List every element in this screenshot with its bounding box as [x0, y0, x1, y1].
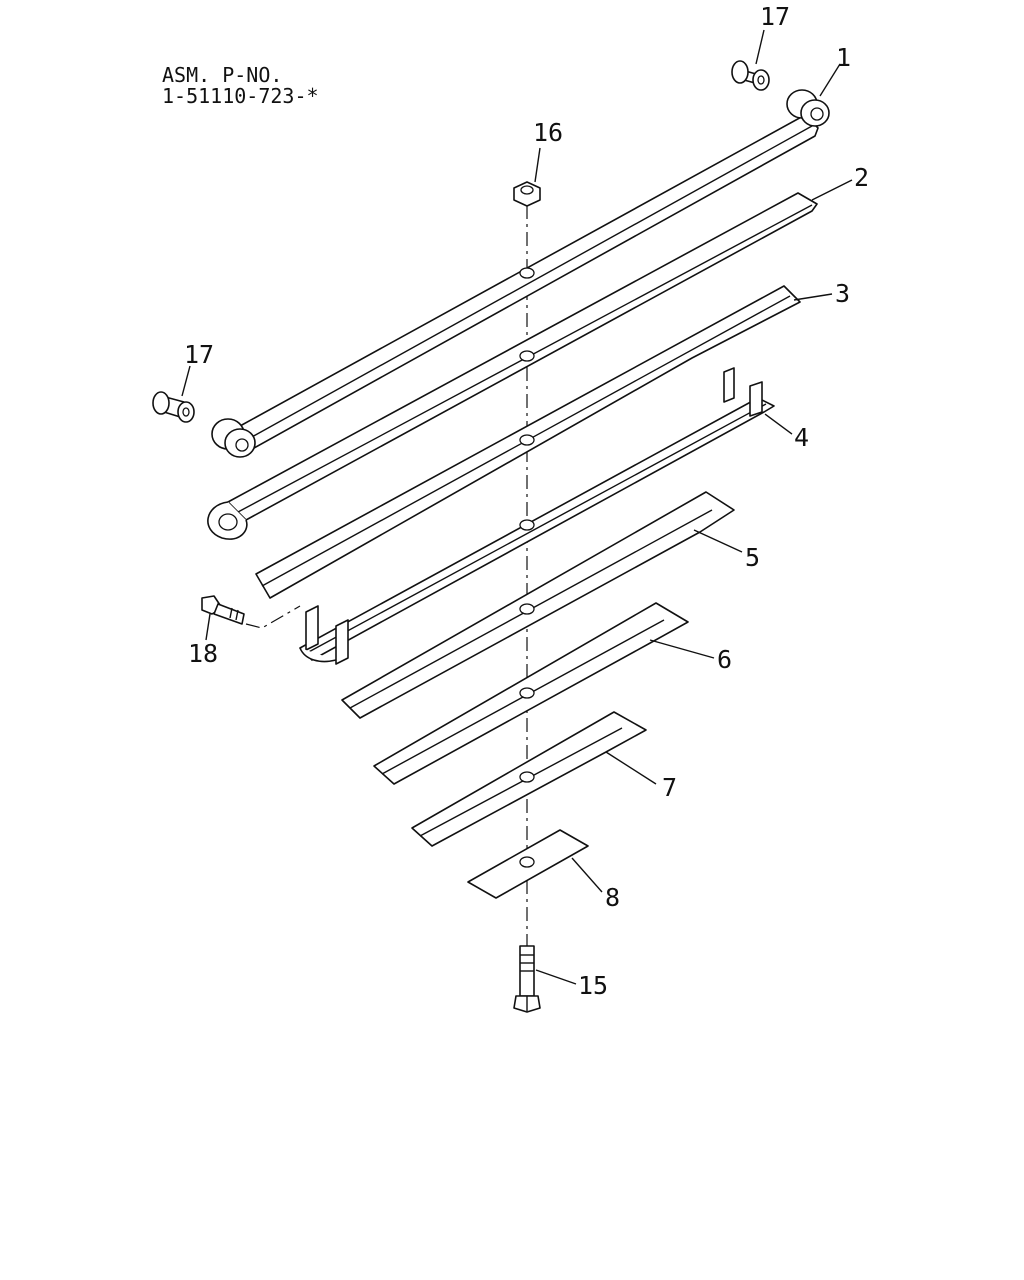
leader-7	[605, 751, 657, 785]
callout-4: 4	[794, 423, 809, 452]
part-15-center-bolt[interactable]	[513, 945, 541, 1013]
assembly-part-number: 1-51110-723-*	[162, 84, 319, 108]
leader-17-lower	[181, 365, 191, 397]
leader-17-upper	[755, 29, 765, 65]
callout-2: 2	[854, 163, 869, 192]
callout-15: 15	[578, 971, 608, 1000]
callout-16: 16	[533, 118, 563, 147]
leader-6	[649, 639, 715, 659]
callout-1: 1	[836, 43, 851, 72]
leader-15	[535, 969, 577, 985]
part-16-nut[interactable]	[513, 181, 541, 207]
part-1-main-leaf[interactable]	[211, 89, 830, 458]
callout-7: 7	[662, 773, 677, 802]
callout-5: 5	[745, 543, 760, 572]
part-2-leaf[interactable]	[207, 192, 818, 540]
leader-4	[764, 413, 793, 435]
leader-1	[819, 63, 841, 97]
callout-18: 18	[188, 639, 218, 668]
part-17-bushing-upper[interactable]	[731, 60, 770, 91]
part-8-spacer-plate[interactable]	[467, 829, 589, 899]
leader-5	[693, 529, 743, 553]
leader-8	[571, 857, 603, 893]
callout-6: 6	[717, 645, 732, 674]
callout-17-upper: 17	[760, 2, 790, 31]
part-7-leaf[interactable]	[411, 711, 647, 847]
part-5-leaf[interactable]	[341, 491, 735, 719]
assembly-part-number-label: ASM. P-NO.	[162, 63, 282, 87]
part-17-bushing-lower[interactable]	[152, 391, 195, 423]
callout-8: 8	[605, 883, 620, 912]
leader-3	[793, 293, 833, 301]
callout-3: 3	[835, 279, 850, 308]
leader-2	[811, 179, 853, 201]
part-4-leaf-with-clips[interactable]	[299, 367, 775, 665]
leader-16	[534, 147, 541, 183]
callout-17-lower: 17	[184, 340, 214, 369]
leader-18	[205, 613, 211, 641]
part-18-clip-bolt[interactable]	[201, 595, 301, 629]
part-3-leaf[interactable]	[255, 285, 801, 599]
part-6-leaf[interactable]	[373, 602, 689, 785]
